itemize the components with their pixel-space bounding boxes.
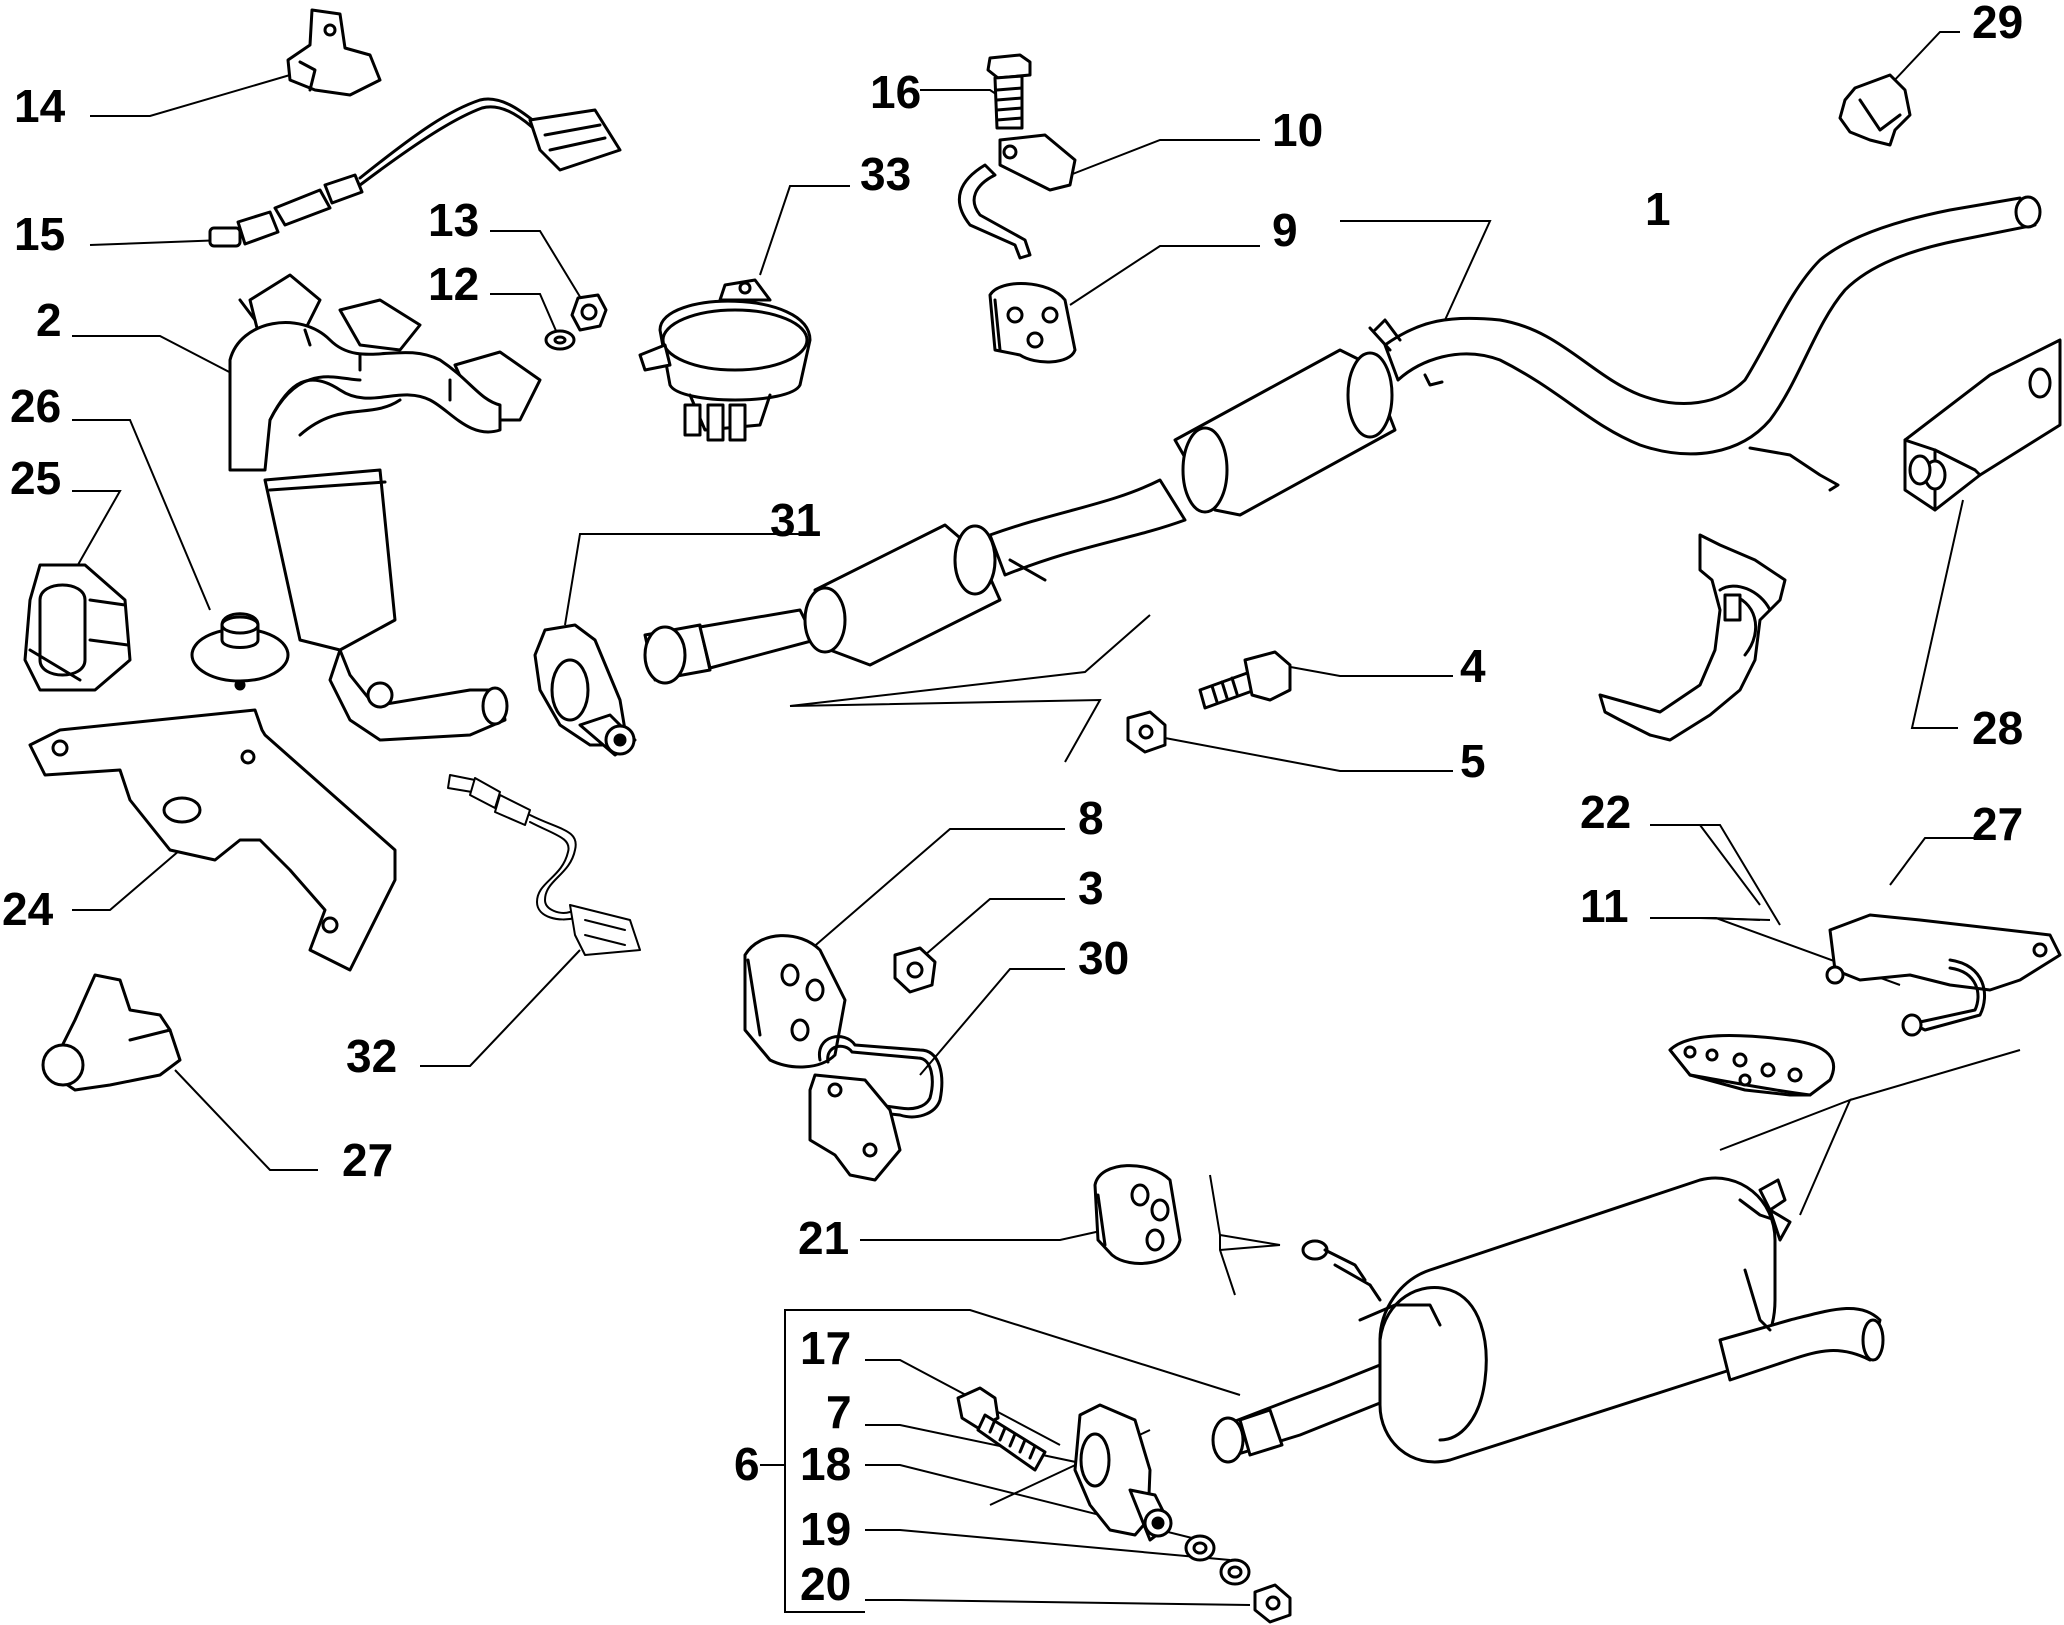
callout-12: 12: [428, 258, 479, 310]
callout-17: 17: [800, 1322, 851, 1374]
callout-2: 2: [36, 294, 62, 346]
callout-32: 32: [346, 1030, 397, 1082]
callout-3: 3: [1078, 862, 1104, 914]
callout-4: 4: [1460, 640, 1486, 692]
part-21-rubber-mount: [1093, 1164, 1182, 1265]
callout-29: 29: [1972, 0, 2023, 48]
callout-5: 5: [1460, 735, 1486, 787]
part-31-clamp: [533, 623, 637, 757]
callout-31: 31: [770, 494, 821, 546]
part-13-nut: [570, 293, 608, 332]
callout-10: 10: [1272, 104, 1323, 156]
part-28-angle-bracket: [1903, 338, 2062, 512]
callout-26: 26: [10, 380, 61, 432]
part-20-nut: [1253, 1583, 1292, 1624]
callout-15: 15: [14, 208, 65, 260]
callout-1: 1: [1645, 183, 1671, 235]
part-27-right-heat-shield: [1598, 533, 1787, 742]
part-30-hanger: [808, 1035, 944, 1182]
part-9-rubber-mount: [988, 282, 1077, 364]
callout-labels: 14 15 13 12 2 26 25 24 27 32 16 10 9 33 …: [2, 0, 2023, 1610]
callout-7: 7: [826, 1386, 852, 1438]
part-33-pipe-clamp: [638, 278, 812, 442]
part-14-sensor-bracket: [286, 8, 382, 97]
callout-22: 22: [1580, 786, 1631, 838]
part-29-clip: [1838, 73, 1912, 147]
part-4-bolt: [1198, 650, 1292, 710]
callout-14: 14: [14, 80, 66, 132]
callout-19: 19: [800, 1503, 851, 1555]
callout-6: 6: [734, 1438, 760, 1490]
part-12-washer: [544, 329, 576, 351]
callout-8: 8: [1078, 792, 1104, 844]
part-5-nut: [1126, 710, 1167, 754]
part-1-intermediate-pipe: [643, 195, 2042, 685]
part-18-washer: [1184, 1534, 1216, 1562]
part-17-bolt: [956, 1386, 1047, 1472]
callout-16: 16: [870, 66, 921, 118]
callout-27-right: 27: [1972, 798, 2023, 850]
part-16-bolt: [986, 53, 1032, 130]
part-3-nut: [893, 946, 937, 994]
callout-11: 11: [1580, 880, 1629, 932]
part-11-rubber-strap: [1668, 1034, 1836, 1097]
callout-25: 25: [10, 452, 61, 504]
callout-30: 30: [1078, 932, 1129, 984]
part-26-rubber-buffer: [190, 612, 290, 691]
part-19-washer: [1219, 1558, 1251, 1586]
part-24-heat-shield-bracket: [28, 708, 397, 972]
callout-18: 18: [800, 1438, 851, 1490]
part-25-clamp-holder: [23, 563, 132, 692]
callout-27-left: 27: [342, 1134, 393, 1186]
callout-21: 21: [798, 1212, 849, 1264]
callout-13: 13: [428, 194, 479, 246]
rear-muffler: [1211, 1176, 1885, 1464]
part-15-lambda-sensor: [208, 97, 622, 248]
part-32-lambda-sensor: [447, 774, 641, 956]
callout-9: 9: [1272, 204, 1298, 256]
callout-28: 28: [1972, 702, 2023, 754]
callout-33: 33: [860, 148, 911, 200]
part-22-hanger-bracket: [1825, 913, 2062, 1037]
part-7-clamp: [1073, 1403, 1173, 1542]
part-8-rubber-mount: [743, 934, 847, 1069]
part-10-hanger-bracket: [957, 133, 1077, 260]
part-27-left-clip: [41, 973, 182, 1092]
callout-24: 24: [2, 883, 54, 935]
callout-20: 20: [800, 1558, 851, 1610]
part-2-exhaust-manifold-catalyst: [228, 273, 542, 742]
leader-lines: [72, 31, 2021, 1613]
